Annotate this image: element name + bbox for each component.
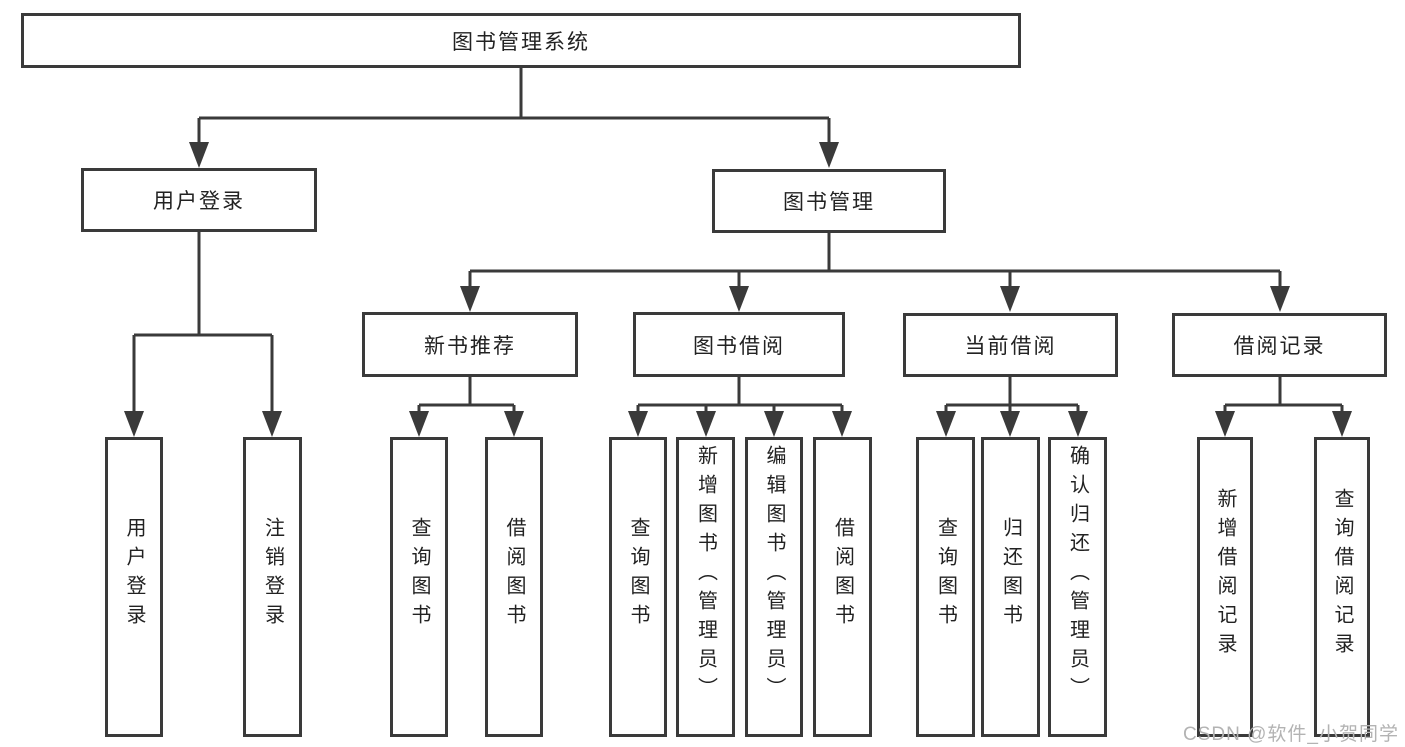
leaf-query-books-borrow-label: 查询图书 <box>627 517 649 633</box>
leaf-borrow-books-newbooks: 借阅图书 <box>485 437 543 737</box>
node-user-login-label: 用户登录 <box>153 190 245 213</box>
node-book-management: 图书管理 <box>712 169 946 233</box>
leaf-query-books-newbooks-label: 查询图书 <box>408 517 430 633</box>
leaf-query-books-newbooks: 查询图书 <box>390 437 448 737</box>
leaf-query-borrow-record-label: 查询借阅记录 <box>1331 488 1353 662</box>
node-current-borrowing-label: 当前借阅 <box>964 335 1057 358</box>
leaf-query-books-current-label: 查询图书 <box>934 517 957 633</box>
leaf-borrow-books-newbooks-label: 借阅图书 <box>503 517 525 633</box>
node-book-borrowing-label: 图书借阅 <box>693 334 785 358</box>
node-current-borrowing: 当前借阅 <box>903 313 1118 377</box>
node-library-system-label: 图书管理系统 <box>452 30 590 54</box>
leaf-query-borrow-record: 查询借阅记录 <box>1314 437 1370 737</box>
leaf-borrow-books-borrow-label: 借阅图书 <box>831 517 854 633</box>
node-new-book-recommend-label: 新书推荐 <box>424 334 516 358</box>
leaf-borrow-books-borrow: 借阅图书 <box>813 437 872 737</box>
node-user-login: 用户登录 <box>81 168 317 232</box>
leaf-return-books-label: 归还图书 <box>999 517 1022 633</box>
leaf-add-borrow-record-label: 新增借阅记录 <box>1214 488 1236 662</box>
leaf-add-books-admin: 新增图书（管理员） <box>676 437 735 737</box>
leaf-edit-books-admin-label: 编辑图书（管理员） <box>763 444 785 706</box>
node-library-system: 图书管理系统 <box>21 13 1021 68</box>
leaf-user-login-label: 用户登录 <box>123 517 145 633</box>
node-book-management-label: 图书管理 <box>783 191 875 214</box>
node-borrowing-records: 借阅记录 <box>1172 313 1387 377</box>
leaf-query-books-current: 查询图书 <box>916 437 975 737</box>
arrowheads <box>124 142 1352 437</box>
csdn-watermark: CSDN @软件_小贺同学 <box>1183 724 1399 745</box>
leaf-logout: 注销登录 <box>243 437 302 737</box>
node-borrowing-records-label: 借阅记录 <box>1233 335 1326 358</box>
leaf-query-books-borrow: 查询图书 <box>609 437 667 737</box>
leaf-logout-label: 注销登录 <box>261 517 284 633</box>
leaf-add-borrow-record: 新增借阅记录 <box>1197 437 1253 737</box>
leaf-confirm-return-admin: 确认归还（管理员） <box>1048 437 1107 737</box>
node-book-borrowing: 图书借阅 <box>633 312 845 377</box>
leaf-add-books-admin-label: 新增图书（管理员） <box>694 444 717 706</box>
node-new-book-recommend: 新书推荐 <box>362 312 578 377</box>
leaf-edit-books-admin: 编辑图书（管理员） <box>745 437 803 737</box>
leaf-confirm-return-admin-label: 确认归还（管理员） <box>1066 444 1089 706</box>
leaf-user-login: 用户登录 <box>105 437 163 737</box>
leaf-return-books: 归还图书 <box>981 437 1040 737</box>
